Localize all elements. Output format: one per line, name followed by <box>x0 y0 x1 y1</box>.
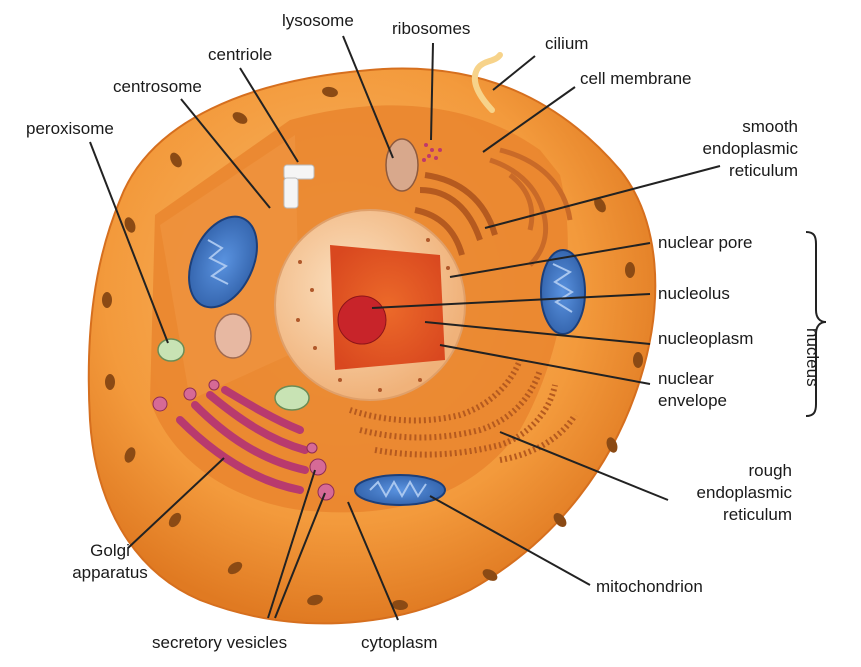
label-lysosome: lysosome <box>282 11 354 30</box>
vesicle-green <box>274 385 310 411</box>
label-cilium: cilium <box>545 34 589 53</box>
label-mitochondrion: mitochondrion <box>596 577 703 596</box>
label-nuclear-envelope-line2: envelope <box>658 391 728 410</box>
lysosome-shape-2 <box>214 313 252 359</box>
label-nuclear-envelope: nuclear envelope <box>658 368 727 412</box>
rough-er-upper <box>414 172 498 256</box>
nucleus-bracket <box>805 231 827 417</box>
label-secretory-vesicles: secretory vesicles <box>152 633 288 652</box>
leader-lines <box>89 35 721 621</box>
label-ribosomes: ribosomes <box>392 19 471 38</box>
label-smooth-er-line2: endoplasmic <box>702 139 798 158</box>
label-golgi: Golgi apparatus <box>60 540 160 584</box>
label-peroxisome: peroxisome <box>26 119 114 138</box>
golgi-shape <box>176 386 309 494</box>
smooth-er-shape <box>489 147 573 267</box>
label-centrosome: centrosome <box>113 77 202 96</box>
mitochondrion-right <box>540 249 586 335</box>
label-rough-er: rough endoplasmic reticulum <box>640 460 792 526</box>
peroxisome-shape <box>157 338 185 362</box>
label-rough-er-line3: reticulum <box>723 505 792 524</box>
cilium-shape <box>471 52 503 113</box>
label-nucleus: nucleus <box>803 328 822 387</box>
label-centriole: centriole <box>208 45 273 64</box>
nucleolus-shape <box>337 295 387 345</box>
mitochondrion-bottom <box>354 474 446 506</box>
label-smooth-er-line1: smooth <box>742 117 798 136</box>
label-rough-er-line1: rough <box>748 461 792 480</box>
label-cytoplasm: cytoplasm <box>361 633 438 652</box>
membrane-pores <box>102 86 643 611</box>
centriole-shape <box>283 164 315 209</box>
lysosome-shape <box>385 138 419 192</box>
rough-er-lower <box>349 358 578 463</box>
label-nucleoplasm: nucleoplasm <box>658 329 754 348</box>
ribosomes-shape <box>422 143 442 162</box>
label-smooth-er-line3: reticulum <box>729 161 798 180</box>
label-nuclear-envelope-line1: nuclear <box>658 369 714 388</box>
mitochondrion-left <box>188 215 258 309</box>
label-nucleolus: nucleolus <box>658 284 730 303</box>
label-cell-membrane: cell membrane <box>580 69 692 88</box>
label-nuclear-pore: nuclear pore <box>658 233 753 252</box>
label-golgi-line2: apparatus <box>72 563 148 582</box>
label-golgi-line1: Golgi <box>90 541 130 560</box>
label-rough-er-line2: endoplasmic <box>696 483 792 502</box>
label-smooth-er: smooth endoplasmic reticulum <box>640 116 798 182</box>
